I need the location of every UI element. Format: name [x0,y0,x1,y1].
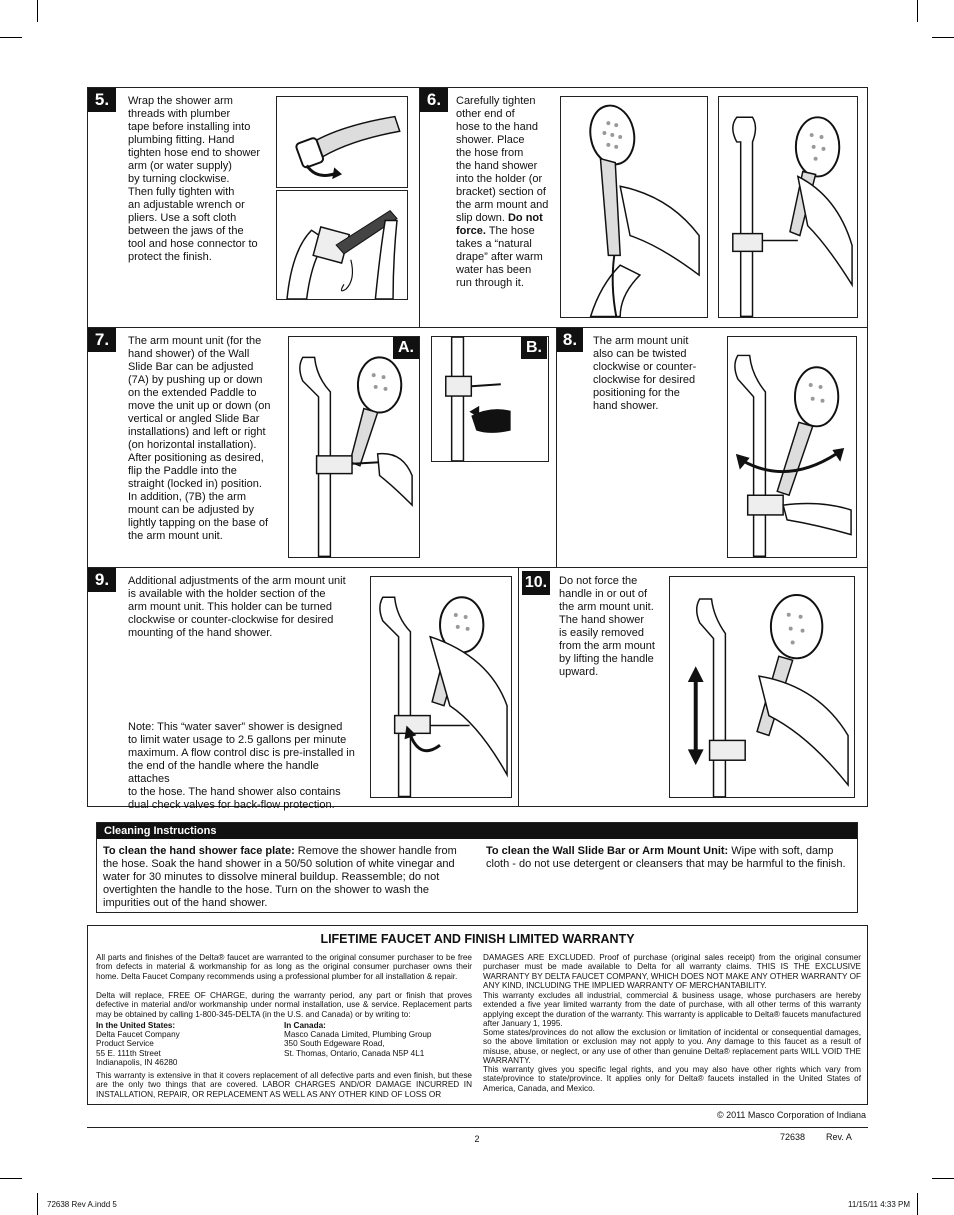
step-6-text-bold: Do not force. [456,212,543,237]
slug-left: 72638 Rev A.indd 5 [47,1200,117,1209]
copyright: © 2011 Masco Corporation of Indiana [716,1110,866,1120]
step-7-number: 7. [88,328,116,352]
step-9-panel: 9. Additional adjustments of the arm mou… [87,567,519,811]
step-5-text: Wrap the shower arm threads with plumber… [128,95,261,263]
step-6-illustration-left [560,96,708,318]
step-5-illustration-top [276,96,408,188]
step-7-text: The arm mount unit (for the hand shower)… [128,335,271,542]
crop-mark-bottom-left-h [0,1178,22,1179]
step-7a-illustration [288,336,420,558]
cleaning-left-bold: To clean the hand shower face plate: [103,845,295,857]
step-5-panel: 5. Wrap the shower arm threads with plum… [87,87,420,328]
crop-mark-top-left-h [0,37,22,38]
step-8-number: 8. [557,328,583,352]
step-7a-label: A. [393,337,419,359]
step-10-illustration [669,576,855,798]
warranty-us-address: Delta Faucet Company Product Service 55 … [96,1030,180,1068]
step-10-panel: 10. Do not force the handle in or out of… [518,567,868,807]
step-8-panel: 8. The arm mount unit also can be twiste… [556,327,868,568]
cleaning-left-text: To clean the hand shower face plate: Rem… [103,845,458,910]
cleaning-right-body: Wipe with soft, damp cloth - do not use … [486,845,846,870]
step-9-illustration [370,576,512,798]
document-number: 72638 [780,1132,806,1142]
warranty-title: LIFETIME FAUCET AND FINISH LIMITED WARRA… [320,932,635,946]
twist-arm-mount-icon [734,354,852,557]
step-10-text: Do not force the handle in or out of the… [559,575,655,678]
crop-mark-top-right-v [917,0,918,22]
warranty-ca-address: Masco Canada Limited, Plumbing Group 350… [284,1030,432,1058]
step-8-illustration [727,336,857,558]
crop-mark-bottom-right-h [932,1178,954,1179]
warranty-p4: DAMAGES ARE EXCLUDED. Proof of purchase … [483,953,861,991]
cleaning-right-text: To clean the Wall Slide Bar or Arm Mount… [486,845,851,871]
step-10-number: 10. [522,571,550,595]
cleaning-section: Cleaning Instructions To clean the hand … [96,822,858,913]
step-9-number: 9. [88,568,116,592]
revision: Rev. A [826,1132,852,1142]
step-9-note: Note: This “water saver” shower is desig… [128,721,355,811]
step-7b-label: B. [521,337,547,359]
step-9-text: Additional adjustments of the arm mount … [128,575,346,639]
warranty-p5: This warranty excludes all industrial, c… [483,991,861,1029]
cleaning-right-bold: To clean the Wall Slide Bar or Arm Mount… [486,845,729,857]
cleaning-left-body: Remove the shower handle from the hose. … [103,845,457,909]
step-6-text-a: Carefully tighten other end of hose to t… [456,95,549,224]
step-5-number: 5. [88,88,116,112]
step-6-panel: 6. Carefully tighten other end of hose t… [419,87,868,328]
shower-arm-hose-icon [295,115,401,180]
warranty-section: LIFETIME FAUCET AND FINISH LIMITED WARRA… [87,925,868,1105]
step-6-text-b: The hose takes a “natural drape” after w… [456,225,543,289]
cleaning-header: Cleaning Instructions [97,823,857,839]
warranty-p3: This warranty is extensive in that it co… [96,1071,472,1099]
slide-bar-holder-icon [732,116,853,317]
wrench-tighten-icon [286,209,398,299]
hand-shower-hose-icon [589,104,700,317]
lift-hand-shower-icon [687,594,849,797]
step-7-panel: 7. The arm mount unit (for the hand show… [87,327,557,568]
arm-mount-tap-icon [445,337,511,461]
step-8-text: The arm mount unit also can be twisted c… [593,335,697,412]
crop-mark-top-right-h [932,37,954,38]
rotate-holder-icon [379,596,508,797]
step-6-illustration-right [718,96,858,318]
crop-mark-top-left-v [37,0,38,22]
warranty-p1: All parts and finishes of the Delta® fau… [96,953,472,981]
warranty-p2: Delta will replace, FREE OF CHARGE, duri… [96,991,472,1019]
crop-mark-bottom-left-v [37,1193,38,1215]
arm-mount-paddle-icon [299,356,413,557]
page-number: 2 [474,1134,480,1144]
crop-mark-bottom-right-v [917,1193,918,1215]
step-5-illustration-bottom [276,190,408,300]
warranty-p6: Some states/provinces do not allow the e… [483,1028,861,1066]
step-6-text: Carefully tighten other end of hose to t… [456,95,560,290]
warranty-p7: This warranty gives you specific legal r… [483,1065,861,1093]
footer-rule [87,1127,868,1128]
step-6-number: 6. [420,88,448,112]
slug-right: 11/15/11 4:33 PM [848,1200,910,1209]
warranty-ca-head: In Canada: [284,1021,326,1030]
warranty-us-head: In the United States: [96,1021,176,1030]
